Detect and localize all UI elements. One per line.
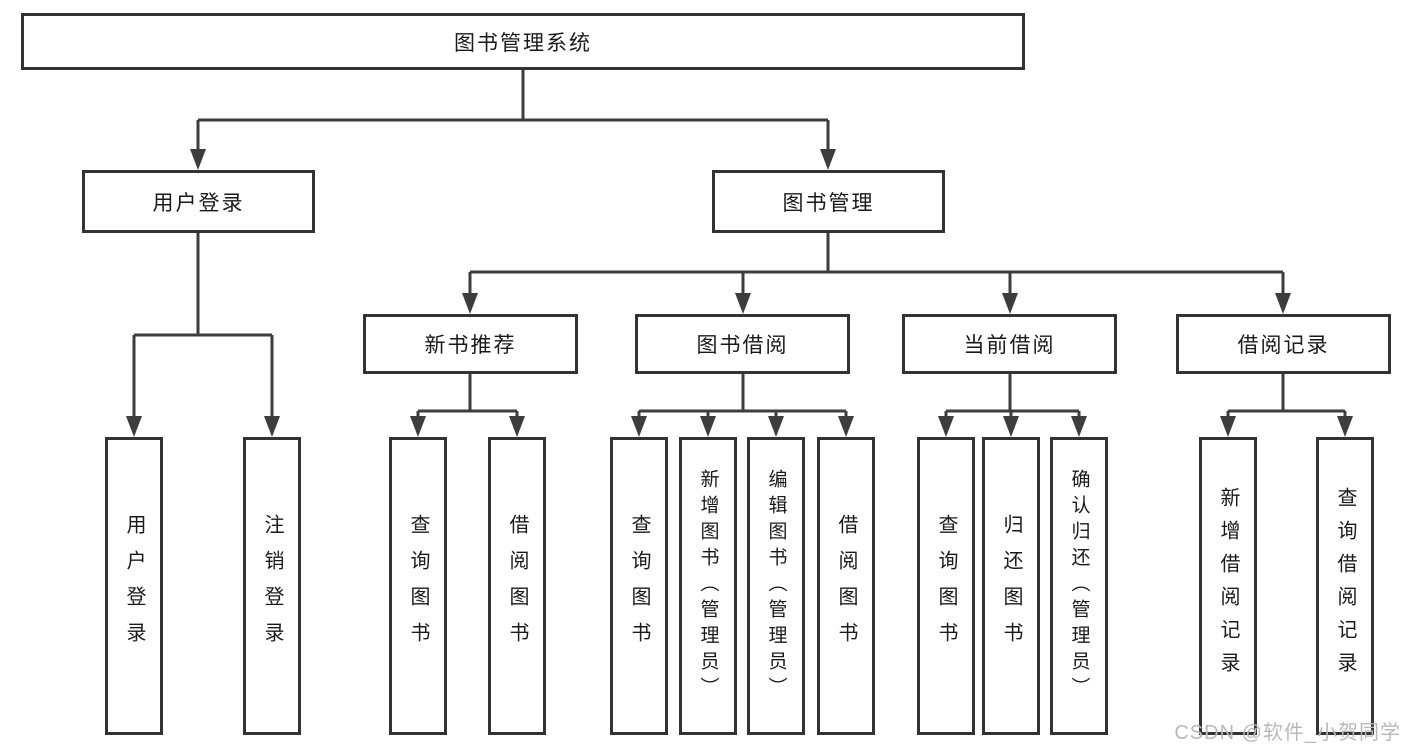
node-leaf-bor-edit-book-label: 编辑图书（管理员） — [765, 469, 787, 703]
node-borrow-record: 借阅记录 — [1176, 314, 1391, 374]
node-leaf-rec-query-book-label: 查询图书 — [407, 514, 429, 658]
node-leaf-logout: 注销登录 — [243, 437, 301, 735]
node-leaf-cur-return-book-label: 归还图书 — [1000, 514, 1022, 658]
node-leaf-bor-add-book: 新增图书（管理员） — [679, 437, 737, 735]
node-leaf-user-login-label: 用户登录 — [123, 514, 145, 658]
csdn-watermark: CSDN @软件_小贺同学 — [1174, 722, 1401, 744]
node-leaf-rec-borrow-book-label: 借阅图书 — [506, 514, 528, 658]
node-leaf-rec-borrow-book: 借阅图书 — [488, 437, 546, 735]
node-leaf-cur-query-book: 查询图书 — [917, 437, 975, 735]
node-user-login: 用户登录 — [82, 170, 315, 233]
node-leaf-bor-add-book-label: 新增图书（管理员） — [697, 469, 719, 703]
node-leaf-cur-confirm-return-label: 确认归还（管理员） — [1068, 469, 1090, 703]
node-leaf-add-borrow-record: 新增借阅记录 — [1199, 437, 1257, 735]
node-leaf-bor-edit-book: 编辑图书（管理员） — [747, 437, 805, 735]
node-leaf-cur-return-book: 归还图书 — [982, 437, 1040, 735]
node-leaf-rec-query-book: 查询图书 — [389, 437, 447, 735]
node-leaf-cur-query-book-label: 查询图书 — [935, 514, 957, 658]
node-new-book-recommend: 新书推荐 — [363, 314, 578, 374]
node-leaf-add-borrow-record-label: 新增借阅记录 — [1217, 487, 1239, 685]
node-leaf-query-borrow-record: 查询借阅记录 — [1316, 437, 1374, 735]
node-leaf-bor-borrow-book: 借阅图书 — [817, 437, 875, 735]
node-root: 图书管理系统 — [21, 13, 1025, 70]
node-leaf-query-borrow-record-label: 查询借阅记录 — [1334, 487, 1356, 685]
node-leaf-logout-label: 注销登录 — [261, 514, 283, 658]
node-book-borrow: 图书借阅 — [635, 314, 850, 374]
node-leaf-bor-query-book-label: 查询图书 — [628, 514, 650, 658]
node-book-management: 图书管理 — [712, 170, 945, 233]
node-current-borrow: 当前借阅 — [902, 314, 1117, 374]
node-leaf-user-login: 用户登录 — [105, 437, 163, 735]
node-leaf-cur-confirm-return: 确认归还（管理员） — [1050, 437, 1108, 735]
node-leaf-bor-borrow-book-label: 借阅图书 — [835, 514, 857, 658]
node-leaf-bor-query-book: 查询图书 — [610, 437, 668, 735]
